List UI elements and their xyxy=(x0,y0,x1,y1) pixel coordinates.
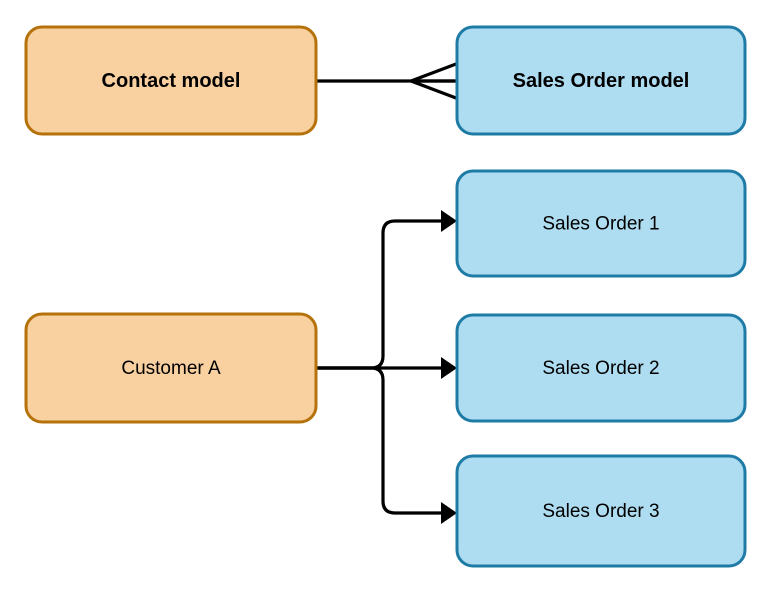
node-sales-order-model-shape[interactable] xyxy=(455,25,747,136)
node-sales-order-1-label: Sales Order 1 xyxy=(542,214,659,235)
node-sales-order-1-shape[interactable] xyxy=(455,169,747,278)
node-sales-order-2-label: Sales Order 2 xyxy=(542,358,659,379)
node-contact-model[interactable]: Contact model xyxy=(24,25,318,136)
node-sales-order-1[interactable]: Sales Order 1 xyxy=(455,169,747,278)
node-sales-order-3-label: Sales Order 3 xyxy=(542,501,659,522)
node-sales-order-model-label: Sales Order model xyxy=(513,70,690,92)
arrowhead-order-2 xyxy=(441,357,457,379)
node-customer-a-label: Customer A xyxy=(121,358,221,379)
node-sales-order-model[interactable]: Sales Order model xyxy=(455,25,747,136)
node-sales-order-2[interactable]: Sales Order 2 xyxy=(455,313,747,423)
crows-foot-prong-upper xyxy=(410,62,457,83)
node-contact-model-shape[interactable] xyxy=(24,25,318,136)
node-customer-a[interactable]: Customer A xyxy=(24,312,318,424)
node-sales-order-3[interactable]: Sales Order 3 xyxy=(455,454,747,568)
node-customer-a-shape[interactable] xyxy=(24,312,318,424)
arrowhead-order-1 xyxy=(441,210,457,232)
crows-foot-marker xyxy=(410,62,457,100)
edge-customer-to-order-3 xyxy=(316,366,441,515)
node-sales-order-2-shape[interactable] xyxy=(455,313,747,423)
node-contact-model-label: Contact model xyxy=(102,70,241,92)
arrowhead-order-3 xyxy=(441,502,457,524)
arrow-heads-layer xyxy=(441,210,457,524)
edge-customer-to-order-1 xyxy=(316,219,441,370)
node-sales-order-3-shape[interactable] xyxy=(455,454,747,568)
edges-layer xyxy=(316,79,455,515)
crows-foot-prong-lower xyxy=(410,79,457,100)
